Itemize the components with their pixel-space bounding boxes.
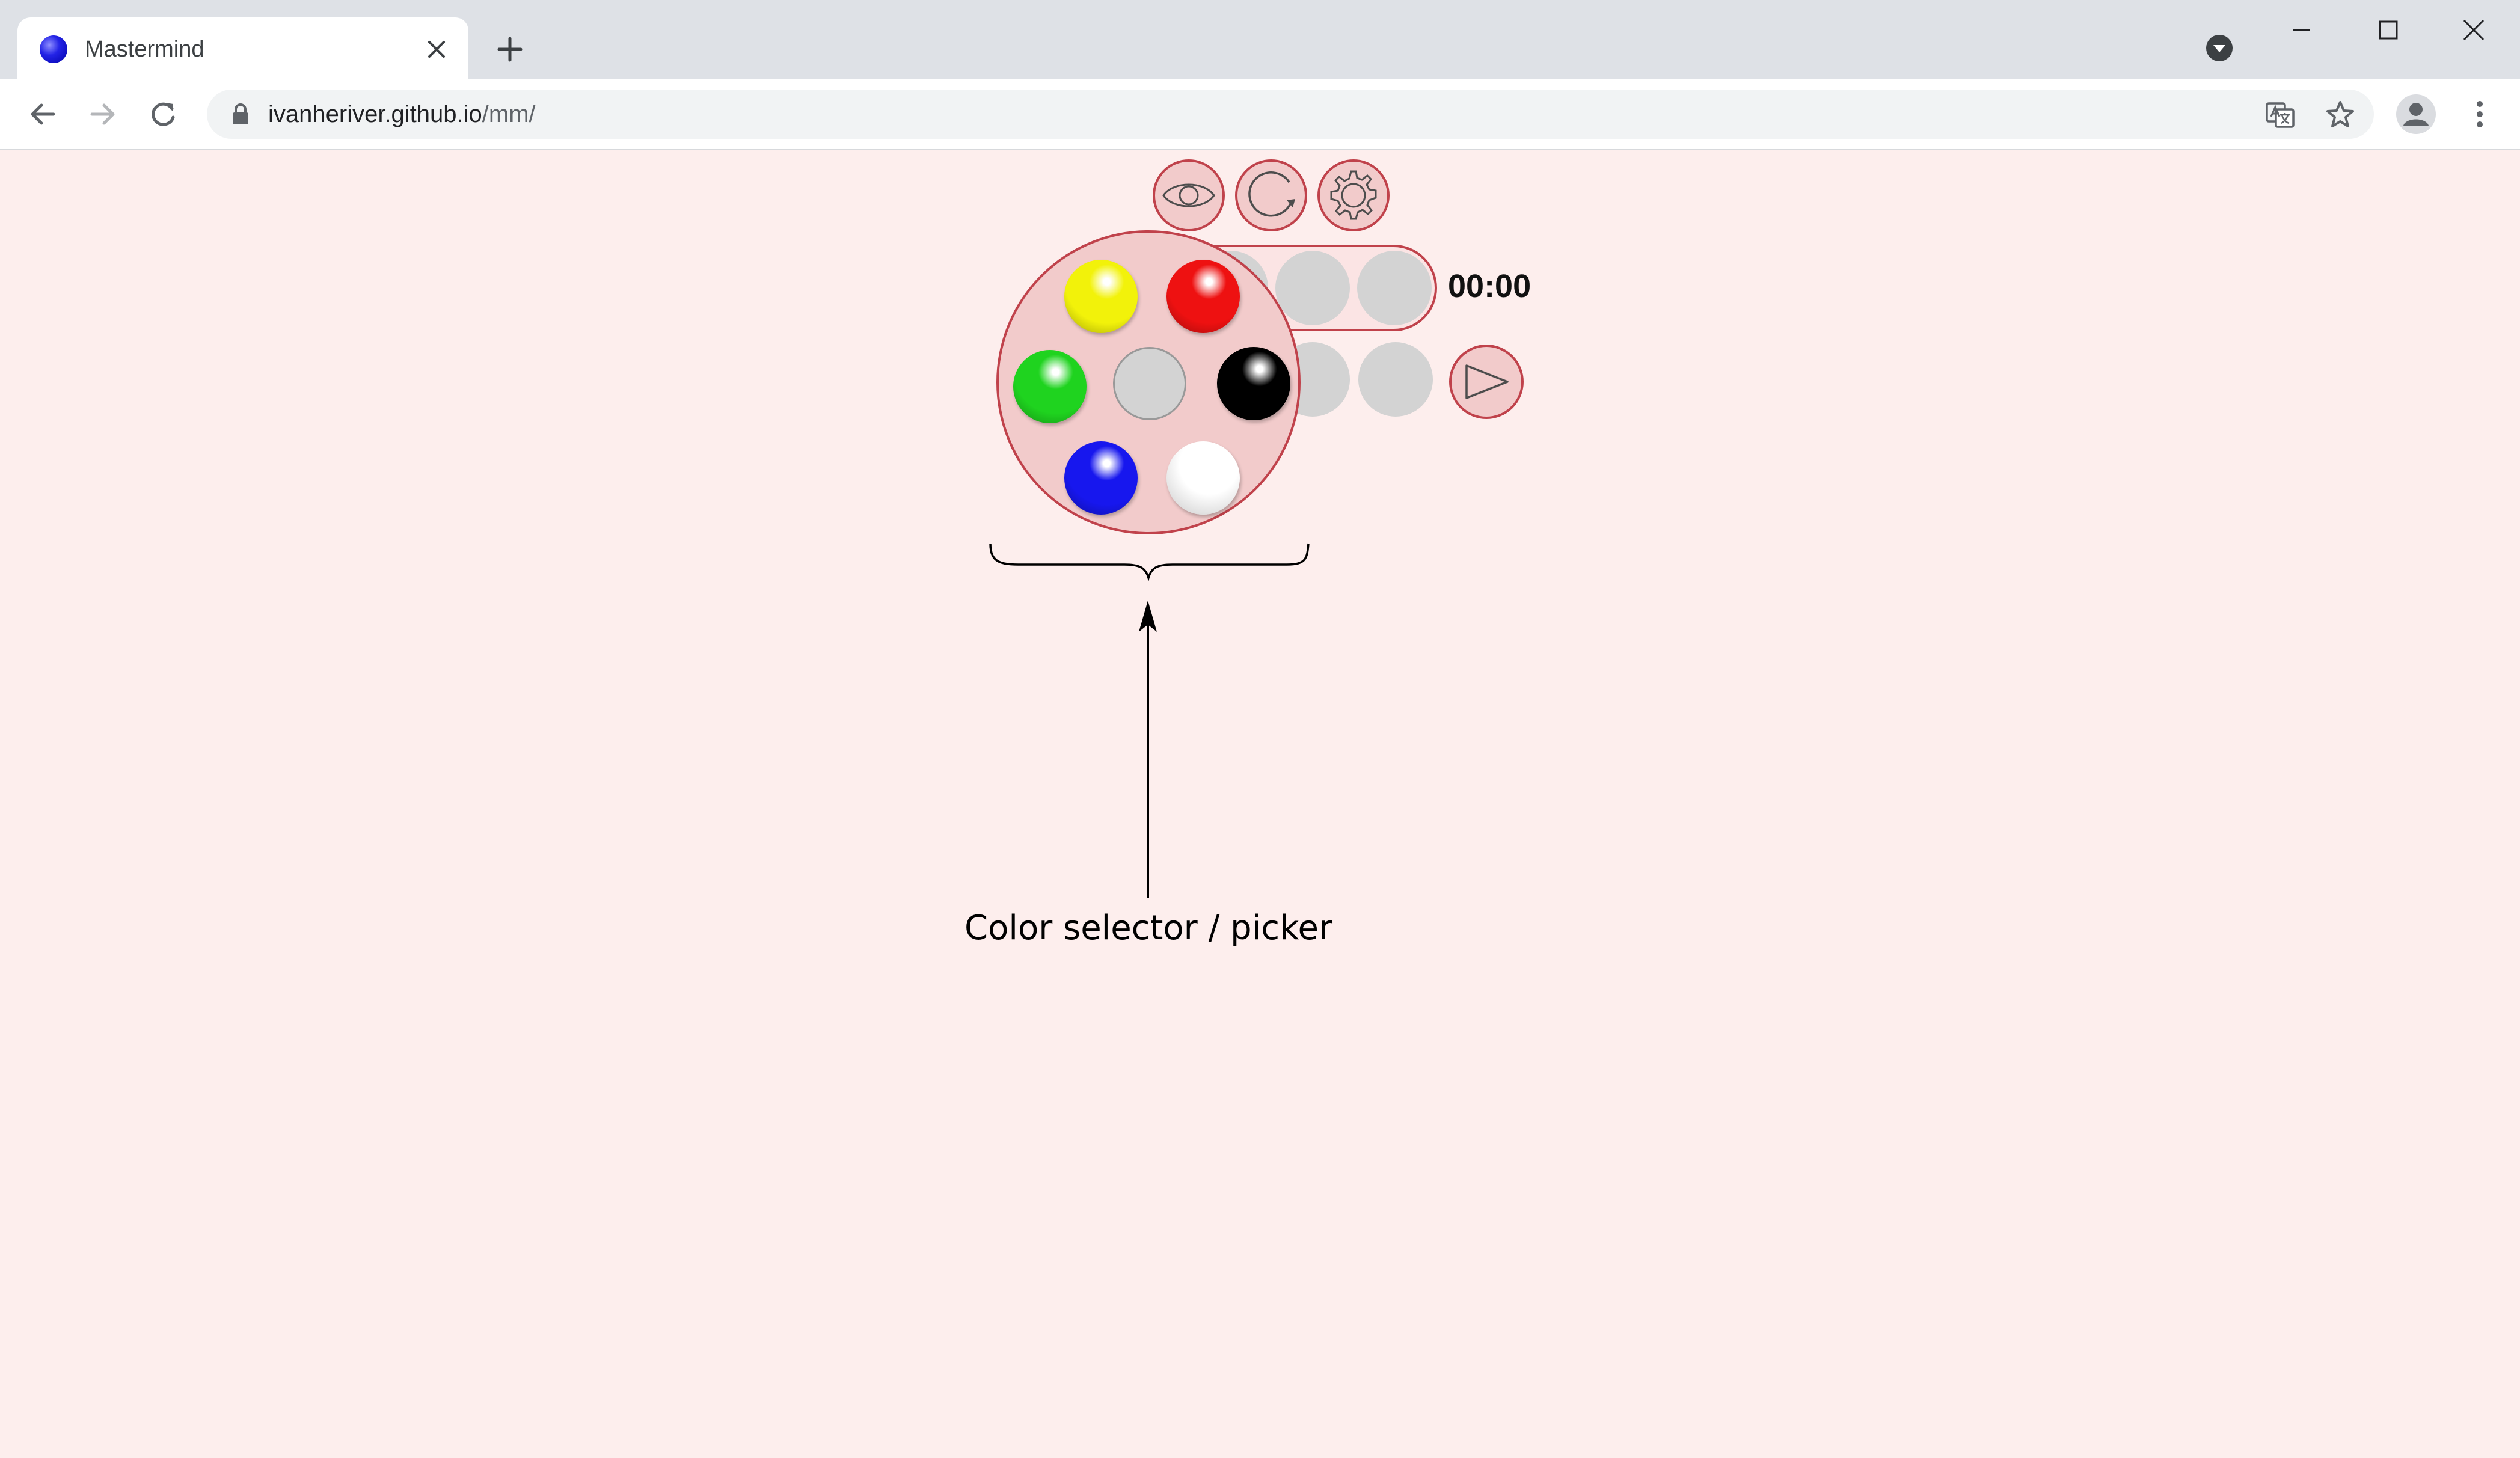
color-picker [996, 230, 1301, 534]
close-window-button[interactable] [2450, 12, 2498, 48]
tab-search-dropdown-icon [2206, 35, 2233, 61]
url-path: /mm/ [482, 101, 536, 127]
star-icon [2326, 101, 2354, 127]
annotation-arrowhead [1139, 601, 1157, 632]
color-ball-white[interactable] [1166, 441, 1240, 515]
new-tab-button[interactable] [492, 31, 528, 67]
settings-button[interactable] [1317, 159, 1390, 231]
submit-guess-button[interactable] [1449, 345, 1524, 419]
color-ball-red[interactable] [1166, 260, 1240, 333]
tab-close-button[interactable] [420, 33, 453, 66]
reload-icon [152, 102, 175, 126]
address-bar[interactable]: ivanheriver.github.io/mm/ [207, 90, 2374, 139]
annotation-brace [989, 543, 1310, 582]
color-ball-green[interactable] [1013, 350, 1087, 423]
tab-search-button[interactable] [2204, 33, 2234, 63]
eye-icon [1162, 183, 1215, 207]
forward-button[interactable] [83, 94, 123, 134]
translate-icon [2266, 102, 2295, 128]
browser-toolbar: ivanheriver.github.io/mm/ [0, 79, 2520, 150]
translate-button[interactable] [2263, 98, 2297, 132]
url-host: ivanheriver.github.io [268, 101, 482, 127]
color-ball-yellow[interactable] [1064, 260, 1138, 333]
peg-slot-2[interactable] [1358, 342, 1433, 417]
guess-slot-2[interactable] [1275, 251, 1350, 325]
arrow-right-icon [90, 103, 115, 125]
mastermind-favicon-icon [40, 35, 67, 63]
url-text: ivanheriver.github.io/mm/ [268, 99, 536, 130]
game-timer: 00:00 [1448, 268, 1531, 304]
kebab-menu-icon [2477, 101, 2483, 127]
close-window-icon [2463, 19, 2485, 41]
settings-gear-icon [1330, 170, 1377, 220]
reveal-button[interactable] [1153, 159, 1225, 231]
bookmark-star-button[interactable] [2323, 98, 2357, 132]
color-ball-empty[interactable] [1113, 347, 1186, 420]
play-submit-icon [1465, 364, 1509, 399]
browser-tab-mastermind[interactable]: Mastermind [17, 17, 468, 80]
color-ball-black[interactable] [1217, 347, 1290, 420]
plus-icon [497, 37, 523, 62]
lock-icon[interactable] [228, 102, 253, 126]
browser-menu-button[interactable] [2462, 94, 2498, 134]
close-icon [428, 41, 445, 58]
minimize-button[interactable] [2278, 12, 2326, 48]
annotation-caption: Color selector / picker [964, 908, 1332, 948]
browser-titlebar: Mastermind [0, 0, 2520, 80]
color-ball-blue[interactable] [1064, 441, 1138, 515]
profile-avatar-button[interactable] [2396, 94, 2436, 134]
restart-button[interactable] [1235, 159, 1307, 231]
tab-title: Mastermind [85, 37, 204, 62]
avatar-icon [2403, 103, 2429, 126]
arrow-left-icon [31, 103, 55, 125]
maximize-button[interactable] [2364, 12, 2412, 48]
annotation-overlay [989, 543, 1310, 898]
back-button[interactable] [23, 94, 63, 134]
minimize-icon [2293, 29, 2310, 31]
mastermind-page: 00:00 Color selector / picker [0, 150, 2520, 1458]
maximize-icon [2379, 20, 2398, 40]
refresh-icon [1248, 171, 1295, 217]
guess-slot-3[interactable] [1357, 251, 1432, 325]
reload-button[interactable] [143, 94, 183, 134]
